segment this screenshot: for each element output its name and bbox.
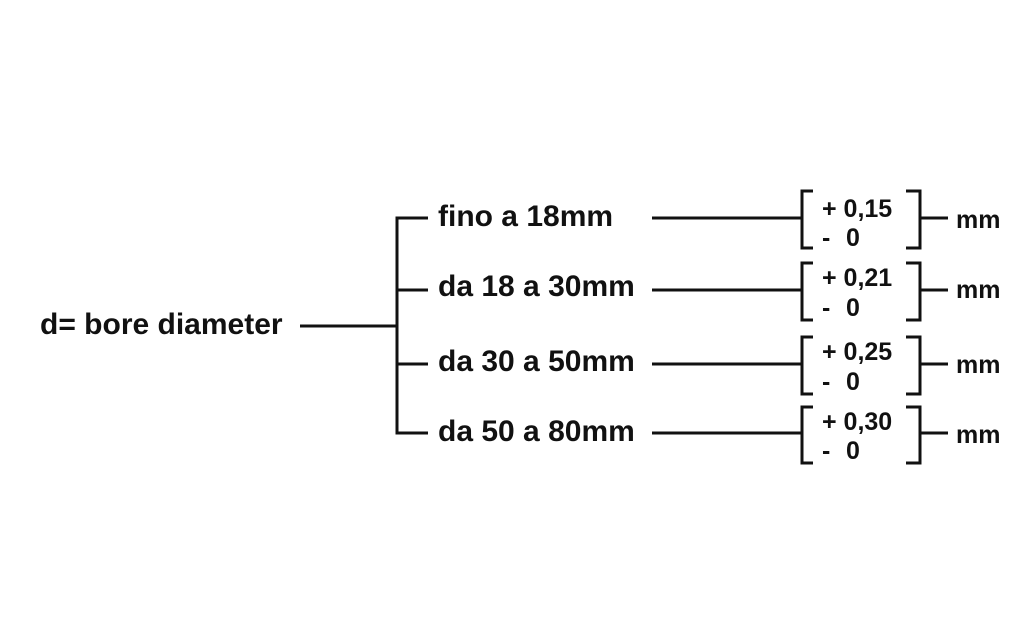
lower-tolerance: 0 [846,294,860,322]
unit-label: mm [956,206,1000,234]
unit-label: mm [956,351,1000,379]
lower-tolerance: 0 [846,224,860,252]
upper-tolerance: + 0,30 [822,408,892,436]
row-2: da 18 a 30mm + 0,21 - 0 mm [397,261,1000,322]
left-bracket [800,405,813,465]
right-bracket [906,405,922,465]
range-label: da 50 a 80mm [438,415,635,448]
range-label: fino a 18mm [438,200,613,233]
range-label: da 18 a 30mm [438,270,635,303]
right-bracket [906,261,922,322]
left-bracket [800,189,813,250]
main-label: d= bore diameter [40,308,283,341]
lower-tolerance-sign: - [822,294,830,322]
range-label: da 30 a 50mm [438,345,635,378]
upper-tolerance: + 0,15 [822,195,892,223]
unit-label: mm [956,421,1000,449]
upper-tolerance: + 0,25 [822,338,892,366]
upper-tolerance: + 0,21 [822,264,892,292]
lower-tolerance-sign: - [822,437,830,465]
right-bracket [906,189,922,250]
right-bracket [906,335,922,396]
lower-tolerance-sign: - [822,368,830,396]
row-3: da 30 a 50mm + 0,25 - 0 mm [397,335,1000,396]
unit-label: mm [956,276,1000,304]
lower-tolerance: 0 [846,368,860,396]
left-bracket [800,335,813,396]
row-1: fino a 18mm + 0,15 - 0 mm [395,189,1000,252]
lower-tolerance-sign: - [822,224,830,252]
lower-tolerance: 0 [846,437,860,465]
left-bracket [800,261,813,322]
row-4: da 50 a 80mm + 0,30 - 0 mm [395,405,1000,465]
